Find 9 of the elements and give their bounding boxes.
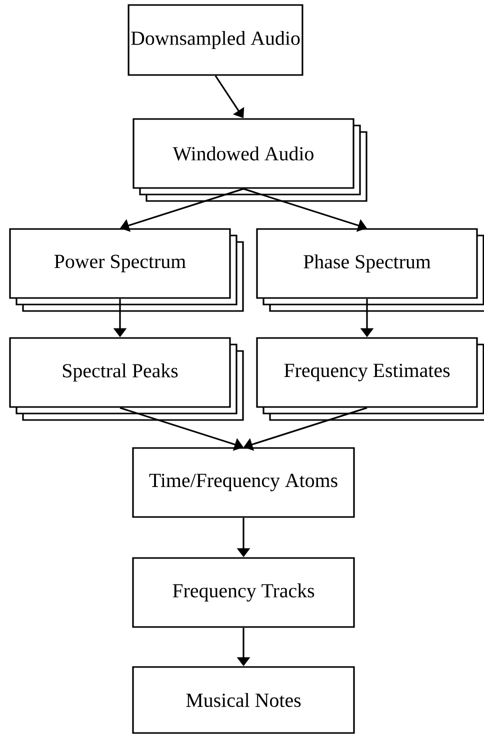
process-box: Downsampled Audio bbox=[128, 4, 304, 76]
process-box: Frequency Tracks bbox=[132, 557, 355, 628]
stacked-process-box: Phase Spectrum bbox=[256, 228, 484, 312]
stacked-process-box: Frequency Estimates bbox=[256, 337, 484, 421]
process-box: Musical Notes bbox=[132, 666, 355, 734]
stacked-process-box: Windowed Audio bbox=[132, 118, 368, 202]
process-box: Time/Frequency Atoms bbox=[132, 447, 355, 518]
stacked-process-box: Spectral Peaks bbox=[9, 337, 244, 421]
stacked-process-box: Power Spectrum bbox=[9, 228, 244, 312]
